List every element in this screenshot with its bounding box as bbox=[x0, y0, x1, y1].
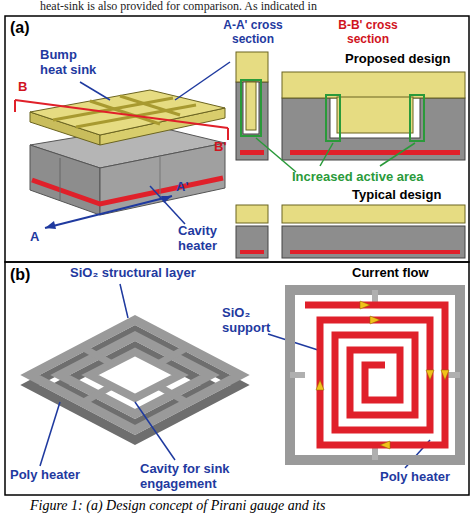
part-label: SiO₂ structural layer bbox=[70, 266, 196, 281]
callout-label: Increased active area bbox=[292, 170, 424, 185]
design-title: Typical design bbox=[352, 188, 441, 203]
section-title: A-A' cross section bbox=[222, 19, 284, 47]
panel-frame bbox=[5, 262, 469, 495]
cut-letter: B' bbox=[214, 140, 226, 155]
panel-frame bbox=[5, 16, 469, 262]
panel-letter: (a) bbox=[10, 19, 30, 37]
design-title: Proposed design bbox=[345, 52, 450, 67]
device-3d bbox=[15, 90, 228, 229]
section-title: B-B' cross section bbox=[318, 19, 418, 47]
part-label: Bump heat sink bbox=[40, 48, 102, 78]
cross-section bbox=[282, 72, 465, 160]
part-label: Cavity for sink engagement bbox=[140, 462, 270, 492]
cut-letter: A' bbox=[176, 180, 188, 195]
current-flow-view bbox=[290, 290, 460, 460]
cross-section bbox=[236, 205, 465, 258]
figure-caption: Figure 1: (a) Design concept of Pirani g… bbox=[30, 498, 325, 514]
leader-lines bbox=[256, 138, 415, 172]
part-label: Poly heater bbox=[10, 468, 80, 483]
cut-letter: B bbox=[18, 80, 27, 95]
part-label: Poly heater bbox=[380, 470, 450, 485]
design-title: Current flow bbox=[352, 266, 429, 281]
cut-letter: A bbox=[30, 230, 39, 245]
panel-letter: (b) bbox=[10, 266, 30, 284]
sio2-lattice bbox=[30, 320, 240, 442]
running-text: heat-sink is also provided for compariso… bbox=[40, 0, 317, 14]
leader-lines bbox=[80, 62, 230, 224]
part-label: Cavity heater bbox=[178, 224, 234, 254]
leader-lines bbox=[40, 284, 430, 468]
part-label: SiO₂ support bbox=[222, 306, 278, 336]
